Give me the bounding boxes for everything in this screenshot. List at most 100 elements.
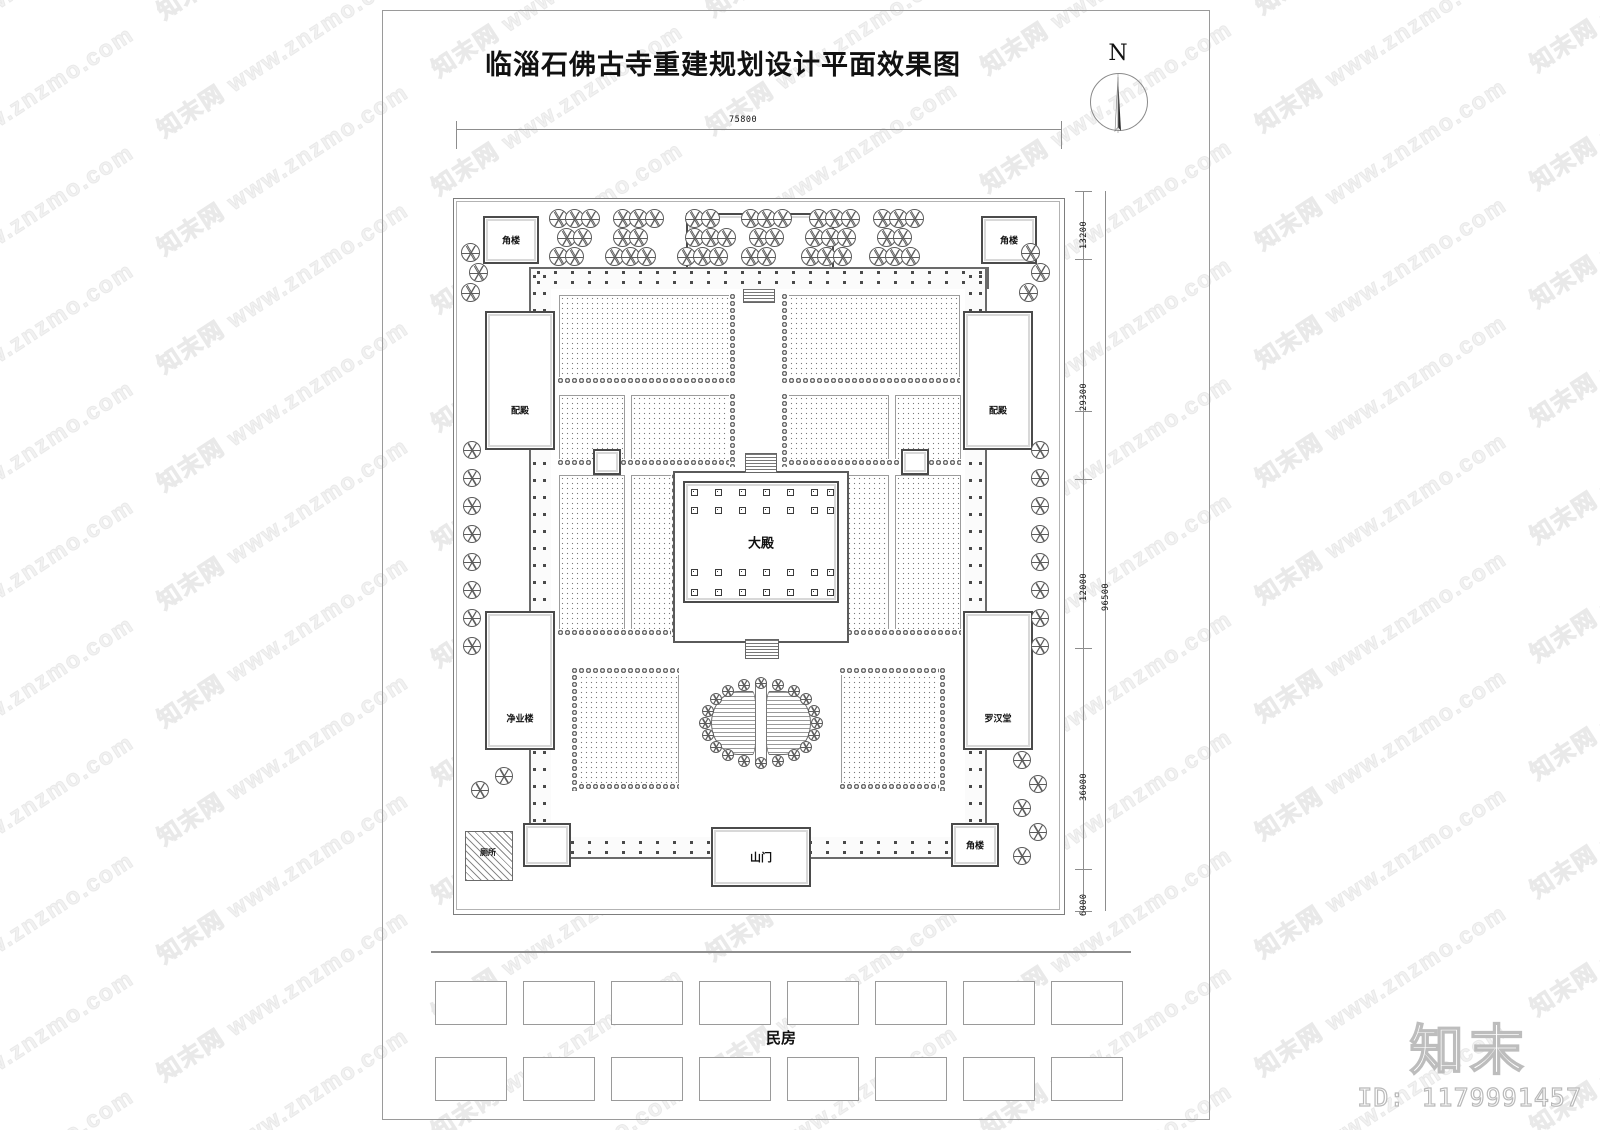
column-dot bbox=[962, 271, 965, 274]
side-hall-east-label: 配殿 bbox=[988, 406, 1007, 417]
residential-house[interactable] bbox=[435, 981, 507, 1025]
tree-icon bbox=[693, 247, 712, 266]
residential-house[interactable] bbox=[875, 1057, 947, 1101]
residential-house[interactable] bbox=[875, 981, 947, 1025]
tree-icon bbox=[841, 209, 860, 228]
column-dot bbox=[543, 751, 546, 754]
hall-column bbox=[763, 569, 770, 576]
residential-house[interactable] bbox=[1051, 1057, 1123, 1101]
column-dot bbox=[543, 513, 546, 516]
residential-house[interactable] bbox=[523, 981, 595, 1025]
tree-icon bbox=[573, 228, 592, 247]
column-dot bbox=[543, 496, 546, 499]
pavilion-east[interactable] bbox=[901, 449, 929, 475]
column-dot bbox=[707, 841, 710, 844]
lawn-south-west bbox=[573, 669, 679, 791]
tree-icon bbox=[765, 228, 784, 247]
column-dot bbox=[969, 479, 972, 482]
residential-house[interactable] bbox=[435, 1057, 507, 1101]
building-corner-tower-se[interactable]: 角楼 bbox=[951, 823, 999, 867]
column-dot bbox=[843, 271, 846, 274]
column-dot bbox=[979, 479, 982, 482]
hall-column bbox=[811, 507, 818, 514]
page-title: 临淄石佛古寺重建规划设计平面效果图 bbox=[485, 50, 961, 81]
column-dot bbox=[622, 281, 625, 284]
column-dot bbox=[690, 841, 693, 844]
column-dot bbox=[537, 281, 540, 284]
column-dot bbox=[543, 309, 546, 312]
residential-house[interactable] bbox=[611, 981, 683, 1025]
residential-house[interactable] bbox=[611, 1057, 683, 1101]
column-dot bbox=[537, 271, 540, 274]
tree-icon bbox=[800, 693, 813, 706]
dim-13200: 13200 bbox=[1079, 220, 1089, 249]
tree-icon bbox=[699, 717, 711, 729]
lawn-lower-west-1 bbox=[559, 475, 625, 637]
north-needle-icon bbox=[1114, 73, 1121, 133]
column-dot bbox=[605, 281, 608, 284]
building-corner-tower-sw[interactable] bbox=[523, 823, 571, 867]
column-dot bbox=[533, 292, 536, 295]
hedge-sw-left bbox=[571, 667, 579, 791]
column-dot bbox=[894, 281, 897, 284]
column-dot bbox=[979, 564, 982, 567]
building-main-hall[interactable]: 大殿 bbox=[683, 481, 839, 603]
residential-house[interactable] bbox=[523, 1057, 595, 1101]
hall-column bbox=[763, 489, 770, 496]
column-dot bbox=[543, 564, 546, 567]
column-dot bbox=[533, 564, 536, 567]
residential-house[interactable] bbox=[787, 981, 859, 1025]
hall-column bbox=[827, 489, 834, 496]
column-dot bbox=[979, 768, 982, 771]
hedge-nw-east bbox=[729, 293, 737, 385]
building-side-hall-west[interactable]: 配殿 bbox=[485, 311, 555, 450]
column-dot bbox=[969, 564, 972, 567]
column-dot bbox=[945, 271, 948, 274]
column-dot bbox=[690, 851, 693, 854]
tree-icon bbox=[1031, 581, 1049, 599]
hall-column bbox=[715, 489, 722, 496]
column-dot bbox=[969, 275, 972, 278]
hedge-se-right bbox=[939, 667, 947, 791]
column-dot bbox=[543, 479, 546, 482]
column-dot bbox=[979, 751, 982, 754]
column-dot bbox=[656, 841, 659, 844]
residential-label: 民房 bbox=[765, 1029, 796, 1047]
tree-icon bbox=[463, 441, 481, 459]
hedge-sw-top bbox=[571, 667, 679, 675]
column-dot bbox=[605, 271, 608, 274]
tree-icon bbox=[808, 729, 821, 742]
residential-house[interactable] bbox=[1051, 981, 1123, 1025]
residential-house[interactable] bbox=[963, 981, 1035, 1025]
tree-icon bbox=[629, 228, 648, 247]
building-corner-tower-nw[interactable]: 角楼 bbox=[483, 216, 539, 264]
tree-icon bbox=[773, 209, 792, 228]
column-dot bbox=[724, 281, 727, 284]
hall-column bbox=[811, 489, 818, 496]
column-dot bbox=[979, 513, 982, 516]
column-dot bbox=[969, 530, 972, 533]
residential-house[interactable] bbox=[963, 1057, 1035, 1101]
column-dot bbox=[979, 462, 982, 465]
column-dot bbox=[969, 598, 972, 601]
tree-icon bbox=[905, 209, 924, 228]
building-side-hall-east[interactable]: 配殿 bbox=[963, 311, 1033, 450]
building-toilet[interactable] bbox=[465, 831, 513, 881]
tree-icon bbox=[557, 228, 576, 247]
tree-icon bbox=[717, 228, 736, 247]
pavilion-west[interactable] bbox=[593, 449, 621, 475]
residential-house[interactable] bbox=[699, 981, 771, 1025]
building-jingye-tower[interactable]: 净业楼 bbox=[485, 611, 555, 750]
residential-house[interactable] bbox=[787, 1057, 859, 1101]
column-dot bbox=[543, 292, 546, 295]
hedge-low-e bbox=[839, 629, 961, 637]
column-dot bbox=[843, 281, 846, 284]
column-dot bbox=[969, 819, 972, 822]
building-mountain-gate[interactable]: 山门 bbox=[711, 827, 811, 887]
residential-house[interactable] bbox=[699, 1057, 771, 1101]
hedge-ne-west bbox=[781, 293, 789, 385]
tree-icon bbox=[800, 740, 813, 753]
building-corner-tower-ne[interactable]: 角楼 bbox=[981, 216, 1037, 264]
building-arhat-hall[interactable]: 罗汉堂 bbox=[963, 611, 1033, 750]
tree-icon bbox=[1031, 637, 1049, 655]
